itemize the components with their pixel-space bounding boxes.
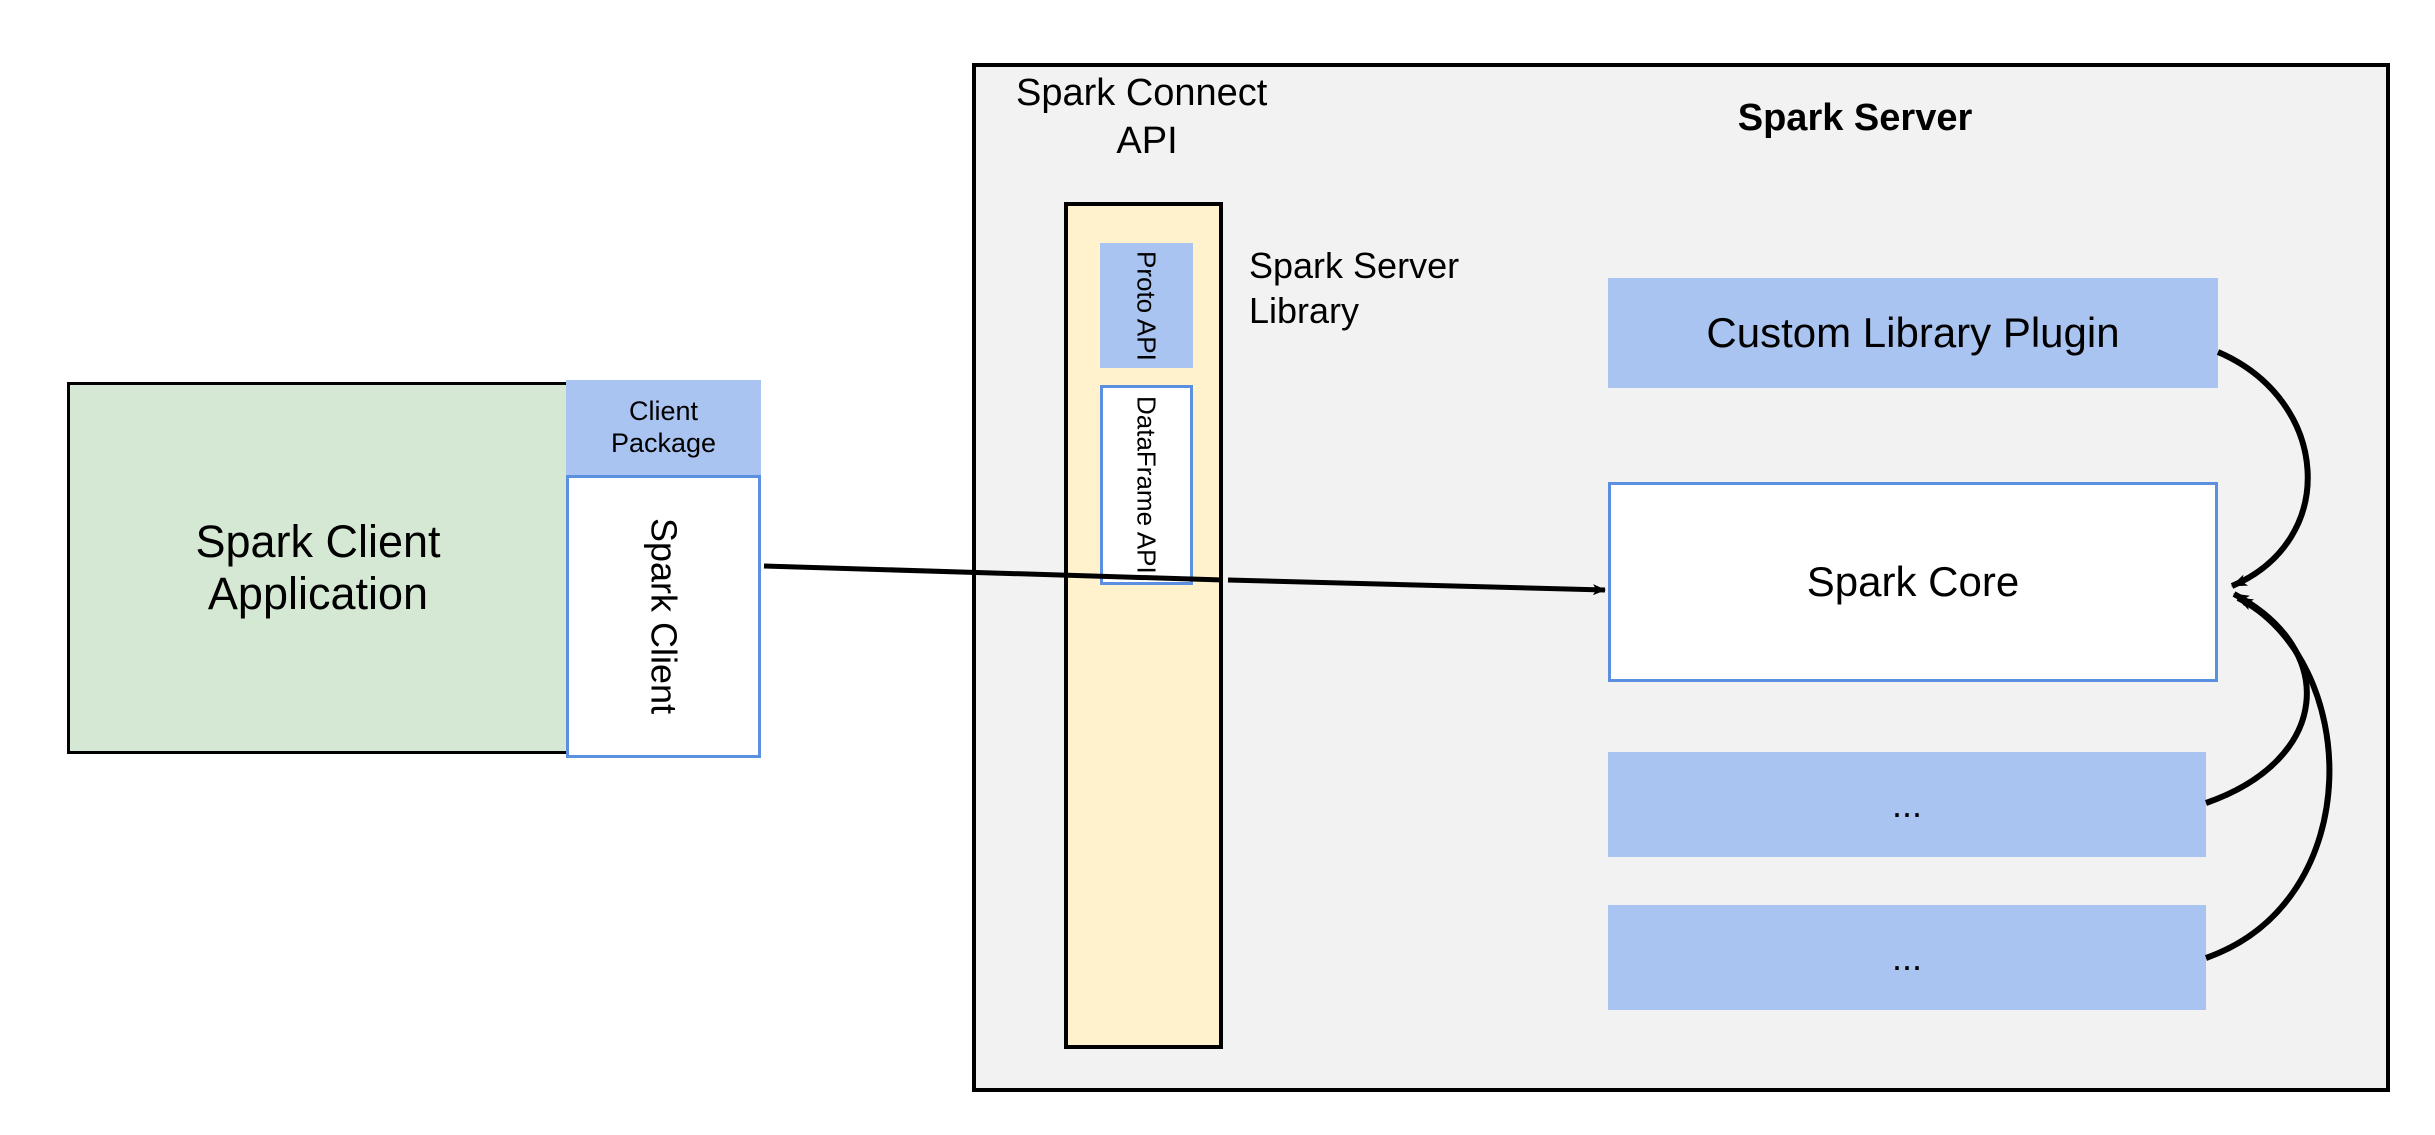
client-package-label: Client Package [611,396,716,459]
custom-library-plugin-box[interactable]: Custom Library Plugin [1608,278,2218,388]
placeholder-component-box-1[interactable]: ... [1608,752,2206,857]
proto-api-box[interactable]: Proto API [1100,243,1193,368]
spark-connect-api-line2: API [1116,119,1178,162]
spark-server-library-line2: Library [1249,290,1360,331]
spark-server-library-line1: Spark Server [1249,245,1460,286]
spark-server-title: Spark Server [1737,97,1973,139]
spark-client-application-label: Spark Client Application [195,516,440,620]
client-package-line2: Package [610,427,717,458]
spark-client-application-box[interactable]: Spark Client Application [67,382,569,754]
spark-client-application-line2: Application [207,568,429,619]
spark-client-label: Spark Client [643,518,685,715]
spark-client-application-line1: Spark Client [195,515,441,567]
client-package-box[interactable]: Client Package [566,380,761,475]
placeholder-component-box-2[interactable]: ... [1608,905,2206,1010]
dataframe-api-label: DataFrame API [1131,396,1162,574]
spark-core-box[interactable]: Spark Core [1608,482,2218,682]
client-package-line1: Client [628,396,698,427]
proto-api-label: Proto API [1131,250,1162,361]
dataframe-api-box[interactable]: DataFrame API [1100,385,1193,585]
spark-server-library-label: Spark Server Library [1249,243,1569,333]
spark-connect-api-label: Spark Connect API [1002,70,1292,165]
spark-client-box[interactable]: Spark Client [566,475,761,758]
spark-connect-api-line1: Spark Connect [1016,72,1268,114]
